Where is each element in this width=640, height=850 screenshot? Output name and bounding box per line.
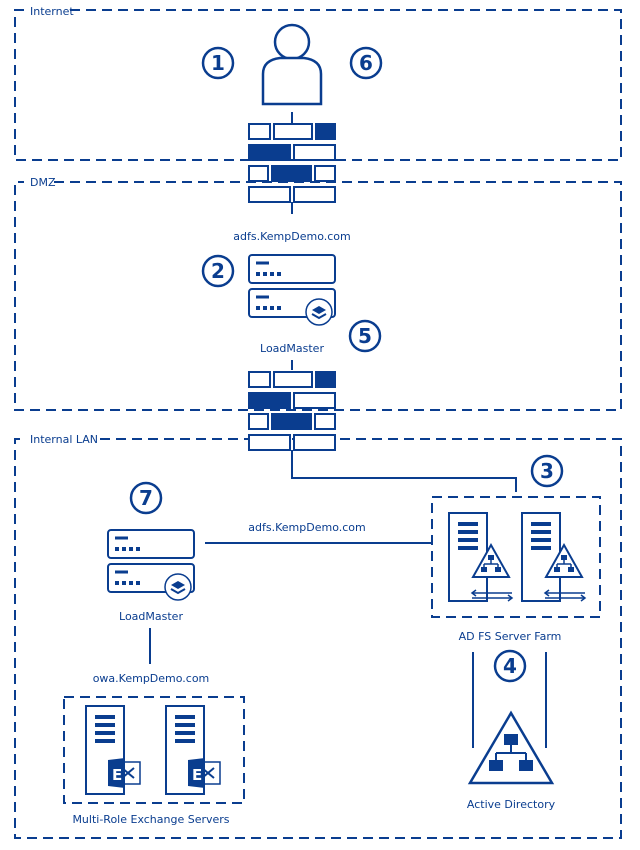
adfs-internal-label: adfs.KempDemo.com	[248, 521, 365, 534]
zone-internet: Internet	[14, 5, 622, 161]
exchange-server-1	[85, 705, 141, 795]
step-marker-4: 4	[493, 649, 527, 683]
step-marker-6: 6	[349, 46, 383, 80]
exchange-server-2	[165, 705, 221, 795]
user-icon	[261, 23, 323, 106]
zone-label-internet: Internet	[30, 5, 74, 18]
adfs-server-1	[448, 512, 514, 602]
adfs-farm-label: AD FS Server Farm	[459, 630, 562, 643]
exchange-servers-label: Multi-Role Exchange Servers	[72, 813, 229, 826]
owa-label: owa.KempDemo.com	[93, 672, 210, 685]
loadmaster-internal	[106, 528, 196, 601]
firewall-icon-internet	[248, 123, 336, 203]
svg-text:6: 6	[359, 51, 373, 75]
active-directory-icon	[467, 710, 555, 785]
step-marker-5: 5	[348, 319, 382, 353]
svg-text:3: 3	[540, 459, 554, 483]
step-marker-2: 2	[201, 254, 235, 288]
loadmaster-dmz	[247, 253, 337, 326]
loadmaster-dmz-label: LoadMaster	[260, 342, 324, 355]
zone-label-dmz: DMZ	[30, 176, 56, 189]
connection-lines	[149, 112, 547, 748]
step-marker-1: 1	[201, 46, 235, 80]
svg-text:1: 1	[211, 51, 225, 75]
active-directory-label: Active Directory	[467, 798, 556, 811]
step-marker-3: 3	[530, 454, 564, 488]
step-marker-7: 7	[129, 481, 163, 515]
zone-internal-lan: Internal LAN	[14, 433, 622, 839]
adfs-server-farm	[431, 496, 601, 618]
svg-text:2: 2	[211, 259, 225, 283]
zone-label-internal-lan: Internal LAN	[30, 433, 98, 446]
svg-text:4: 4	[503, 654, 517, 678]
loadmaster-internal-label: LoadMaster	[119, 610, 183, 623]
adfs-dmz-label: adfs.KempDemo.com	[233, 230, 350, 243]
exchange-servers	[63, 696, 245, 804]
adfs-server-2	[521, 512, 587, 602]
zone-dmz: DMZ	[14, 176, 622, 411]
svg-text:7: 7	[139, 486, 153, 510]
firewall-adfs-farm-link	[291, 450, 517, 492]
svg-text:5: 5	[358, 324, 372, 348]
